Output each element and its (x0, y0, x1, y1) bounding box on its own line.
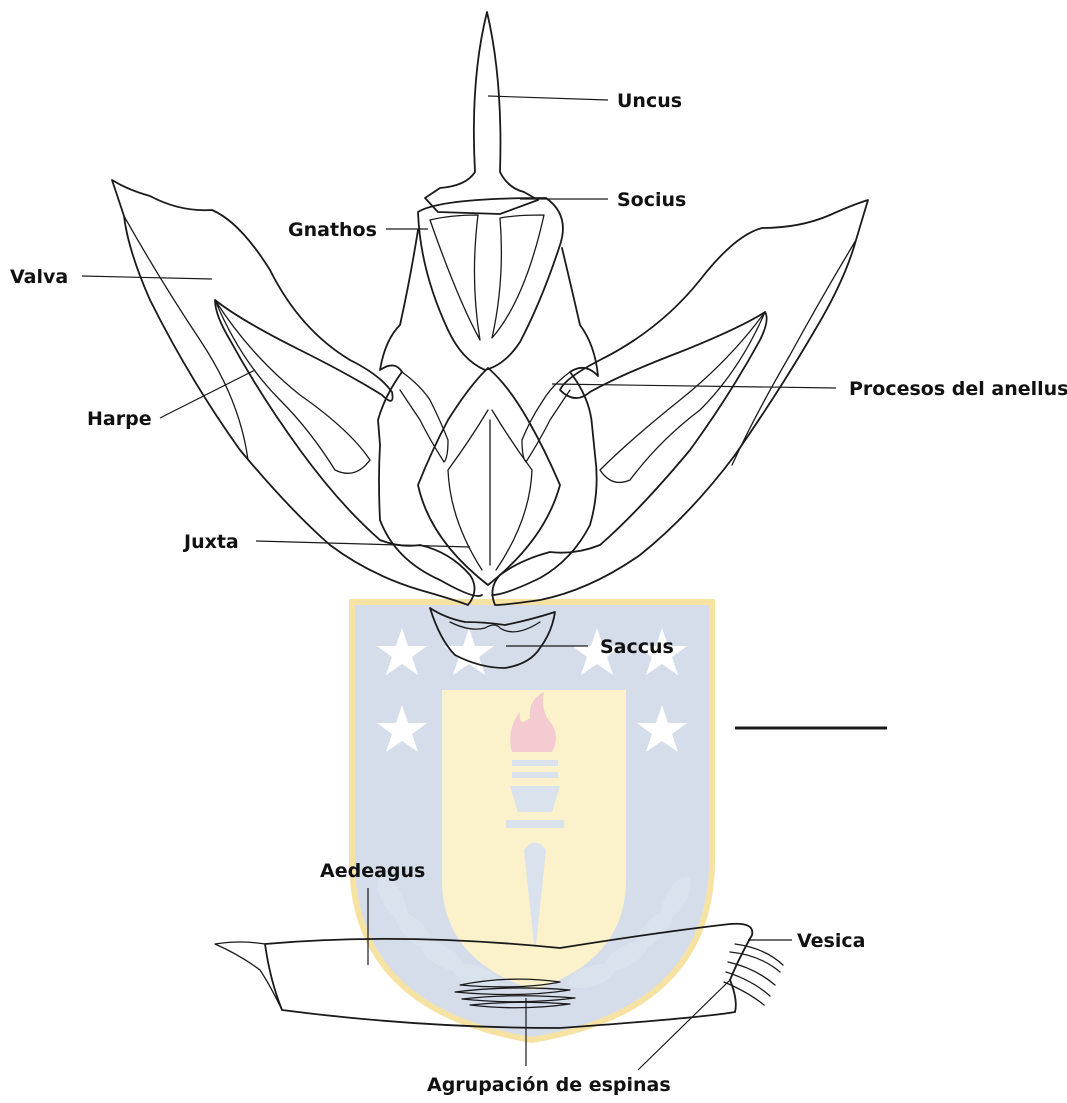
vesica-spines-drawing (724, 944, 783, 1005)
label-uncus: Uncus (617, 90, 682, 112)
gnathos-inner (430, 215, 480, 340)
right-harpe (600, 312, 765, 482)
label-agrupacion-espinas: Agrupación de espinas (427, 1074, 671, 1096)
label-saccus: Saccus (600, 636, 674, 658)
label-valva: Valva (10, 266, 68, 288)
gnathos-inner (492, 215, 544, 338)
label-procesos-anellus: Procesos del anellus (849, 378, 1067, 400)
right-valva-drawing (492, 200, 868, 605)
label-vesica: Vesica (797, 930, 865, 952)
label-aedeagus: Aedeagus (320, 860, 425, 882)
anellus-process-drawing (400, 372, 448, 462)
uncus-drawing (425, 12, 538, 214)
torch-cup (510, 786, 560, 812)
torch-band (506, 820, 564, 828)
juxta-inner (492, 410, 532, 570)
socius-drawing (418, 198, 563, 370)
tegumen-drawing (492, 248, 598, 595)
label-gnathos: Gnathos (288, 219, 377, 241)
label-harpe: Harpe (87, 408, 152, 430)
label-socius: Socius (617, 189, 686, 211)
torch-band (512, 772, 558, 778)
torch-band (512, 760, 558, 766)
university-crest-watermark (352, 602, 712, 1040)
label-juxta: Juxta (182, 531, 239, 553)
